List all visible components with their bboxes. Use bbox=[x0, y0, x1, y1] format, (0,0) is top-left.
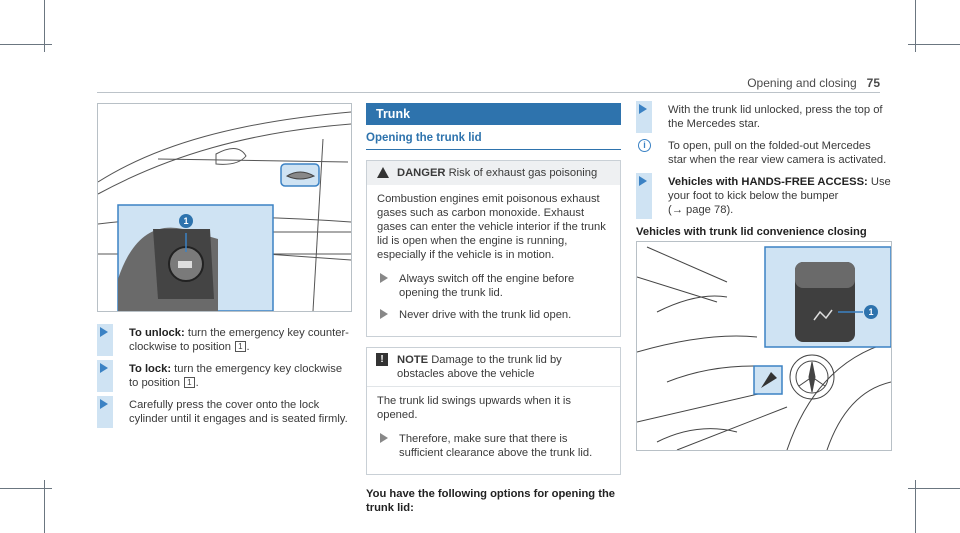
danger-header: DANGER Risk of exhaust gas poisoning bbox=[367, 161, 620, 185]
warning-triangle-icon bbox=[377, 167, 389, 178]
section-heading: Trunk bbox=[366, 103, 621, 125]
convenience-title: Vehicles with trunk lid convenience clos… bbox=[636, 226, 867, 238]
danger-step: Always switch off the engine before open… bbox=[377, 272, 610, 300]
arrow-icon bbox=[380, 433, 388, 443]
running-header: Opening and closing 75 bbox=[747, 76, 880, 90]
callout-1: 1 bbox=[864, 305, 878, 319]
info-note: i To open, pull on the folded-out Merced… bbox=[636, 139, 891, 167]
crop-mark bbox=[915, 480, 916, 533]
crop-mark bbox=[908, 44, 960, 45]
note-header: ! NOTE Damage to the trunk lid by obstac… bbox=[367, 348, 620, 386]
danger-body: Combustion engines emit poisonous exhaus… bbox=[377, 193, 606, 261]
callout-1: 1 bbox=[179, 214, 193, 228]
step-text: Never drive with the trunk lid open. bbox=[399, 309, 572, 321]
arrow-icon bbox=[639, 104, 647, 114]
page-number: 75 bbox=[866, 76, 880, 90]
step-text: Carefully press the cover onto the lock … bbox=[129, 399, 348, 425]
info-text: To open, pull on the folded-out Mercedes… bbox=[668, 140, 887, 166]
note-body: The trunk lid swings upwards when it is … bbox=[377, 395, 572, 421]
step-text: With the trunk lid unlocked, press the t… bbox=[668, 104, 883, 130]
right-column: With the trunk lid unlocked, press the t… bbox=[636, 101, 891, 239]
crop-mark bbox=[44, 480, 45, 533]
step-text: Always switch off the engine before open… bbox=[399, 273, 575, 299]
section-name: Opening and closing bbox=[747, 76, 857, 90]
door-illustration bbox=[98, 111, 351, 311]
step-cover: Carefully press the cover onto the lock … bbox=[97, 396, 350, 428]
step-text: turn the emergency key clockwise to posi… bbox=[129, 363, 343, 389]
info-icon: i bbox=[638, 139, 651, 152]
door-lock-figure: 1 bbox=[97, 103, 352, 312]
trunk-switch-figure: 1 bbox=[636, 241, 892, 451]
crop-mark bbox=[0, 44, 52, 45]
step-unlock: To unlock: turn the emergency key counte… bbox=[97, 324, 350, 356]
step-end: . bbox=[246, 341, 250, 353]
note-step: Therefore, make sure that there is suffi… bbox=[377, 432, 610, 460]
arrow-icon bbox=[639, 176, 647, 186]
exclamation-icon: ! bbox=[376, 353, 388, 366]
position-number: 1 bbox=[235, 341, 246, 352]
step-text: Use your foot to kick below the bumper bbox=[668, 176, 891, 202]
arrow-icon bbox=[380, 309, 388, 319]
danger-box: DANGER Risk of exhaust gas poisoning Com… bbox=[366, 160, 621, 337]
header-rule bbox=[97, 92, 880, 93]
left-column: To unlock: turn the emergency key counte… bbox=[97, 324, 350, 434]
danger-label: DANGER bbox=[397, 167, 446, 179]
interior-illustration bbox=[637, 246, 891, 450]
step-text: Therefore, make sure that there is suffi… bbox=[399, 433, 593, 459]
middle-column: Trunk Opening the trunk lid DANGER Risk … bbox=[366, 103, 621, 515]
step-press-star: With the trunk lid unlocked, press the t… bbox=[636, 101, 891, 133]
crop-mark bbox=[915, 0, 916, 52]
step-label: Vehicles with HANDS-FREE ACCESS: bbox=[668, 176, 868, 188]
arrow-icon bbox=[100, 327, 108, 337]
subsection-heading: Opening the trunk lid bbox=[366, 131, 621, 150]
arrow-icon bbox=[100, 363, 108, 373]
arrow-icon bbox=[100, 399, 108, 409]
step-hands-free: Vehicles with HANDS-FREE ACCESS: Use you… bbox=[636, 173, 891, 219]
page-reference: (→ page 78). bbox=[668, 204, 734, 216]
note-heading: Damage to the trunk lid by obstacles abo… bbox=[397, 354, 562, 380]
danger-step: Never drive with the trunk lid open. bbox=[377, 308, 610, 322]
step-label: To lock: bbox=[129, 363, 172, 375]
crop-mark bbox=[44, 0, 45, 52]
step-text: turn the emergency key counter-clockwise… bbox=[129, 327, 349, 353]
step-lock: To lock: turn the emergency key clockwis… bbox=[97, 360, 350, 392]
crop-mark bbox=[908, 488, 960, 489]
step-end: . bbox=[195, 377, 199, 389]
note-label: NOTE bbox=[397, 354, 429, 366]
crop-mark bbox=[0, 488, 52, 489]
arrow-icon bbox=[380, 273, 388, 283]
step-label: To unlock: bbox=[129, 327, 185, 339]
danger-heading: Risk of exhaust gas poisoning bbox=[448, 167, 598, 179]
note-box: ! NOTE Damage to the trunk lid by obstac… bbox=[366, 347, 621, 475]
position-number: 1 bbox=[184, 377, 195, 388]
options-title: You have the following options for openi… bbox=[366, 488, 616, 514]
